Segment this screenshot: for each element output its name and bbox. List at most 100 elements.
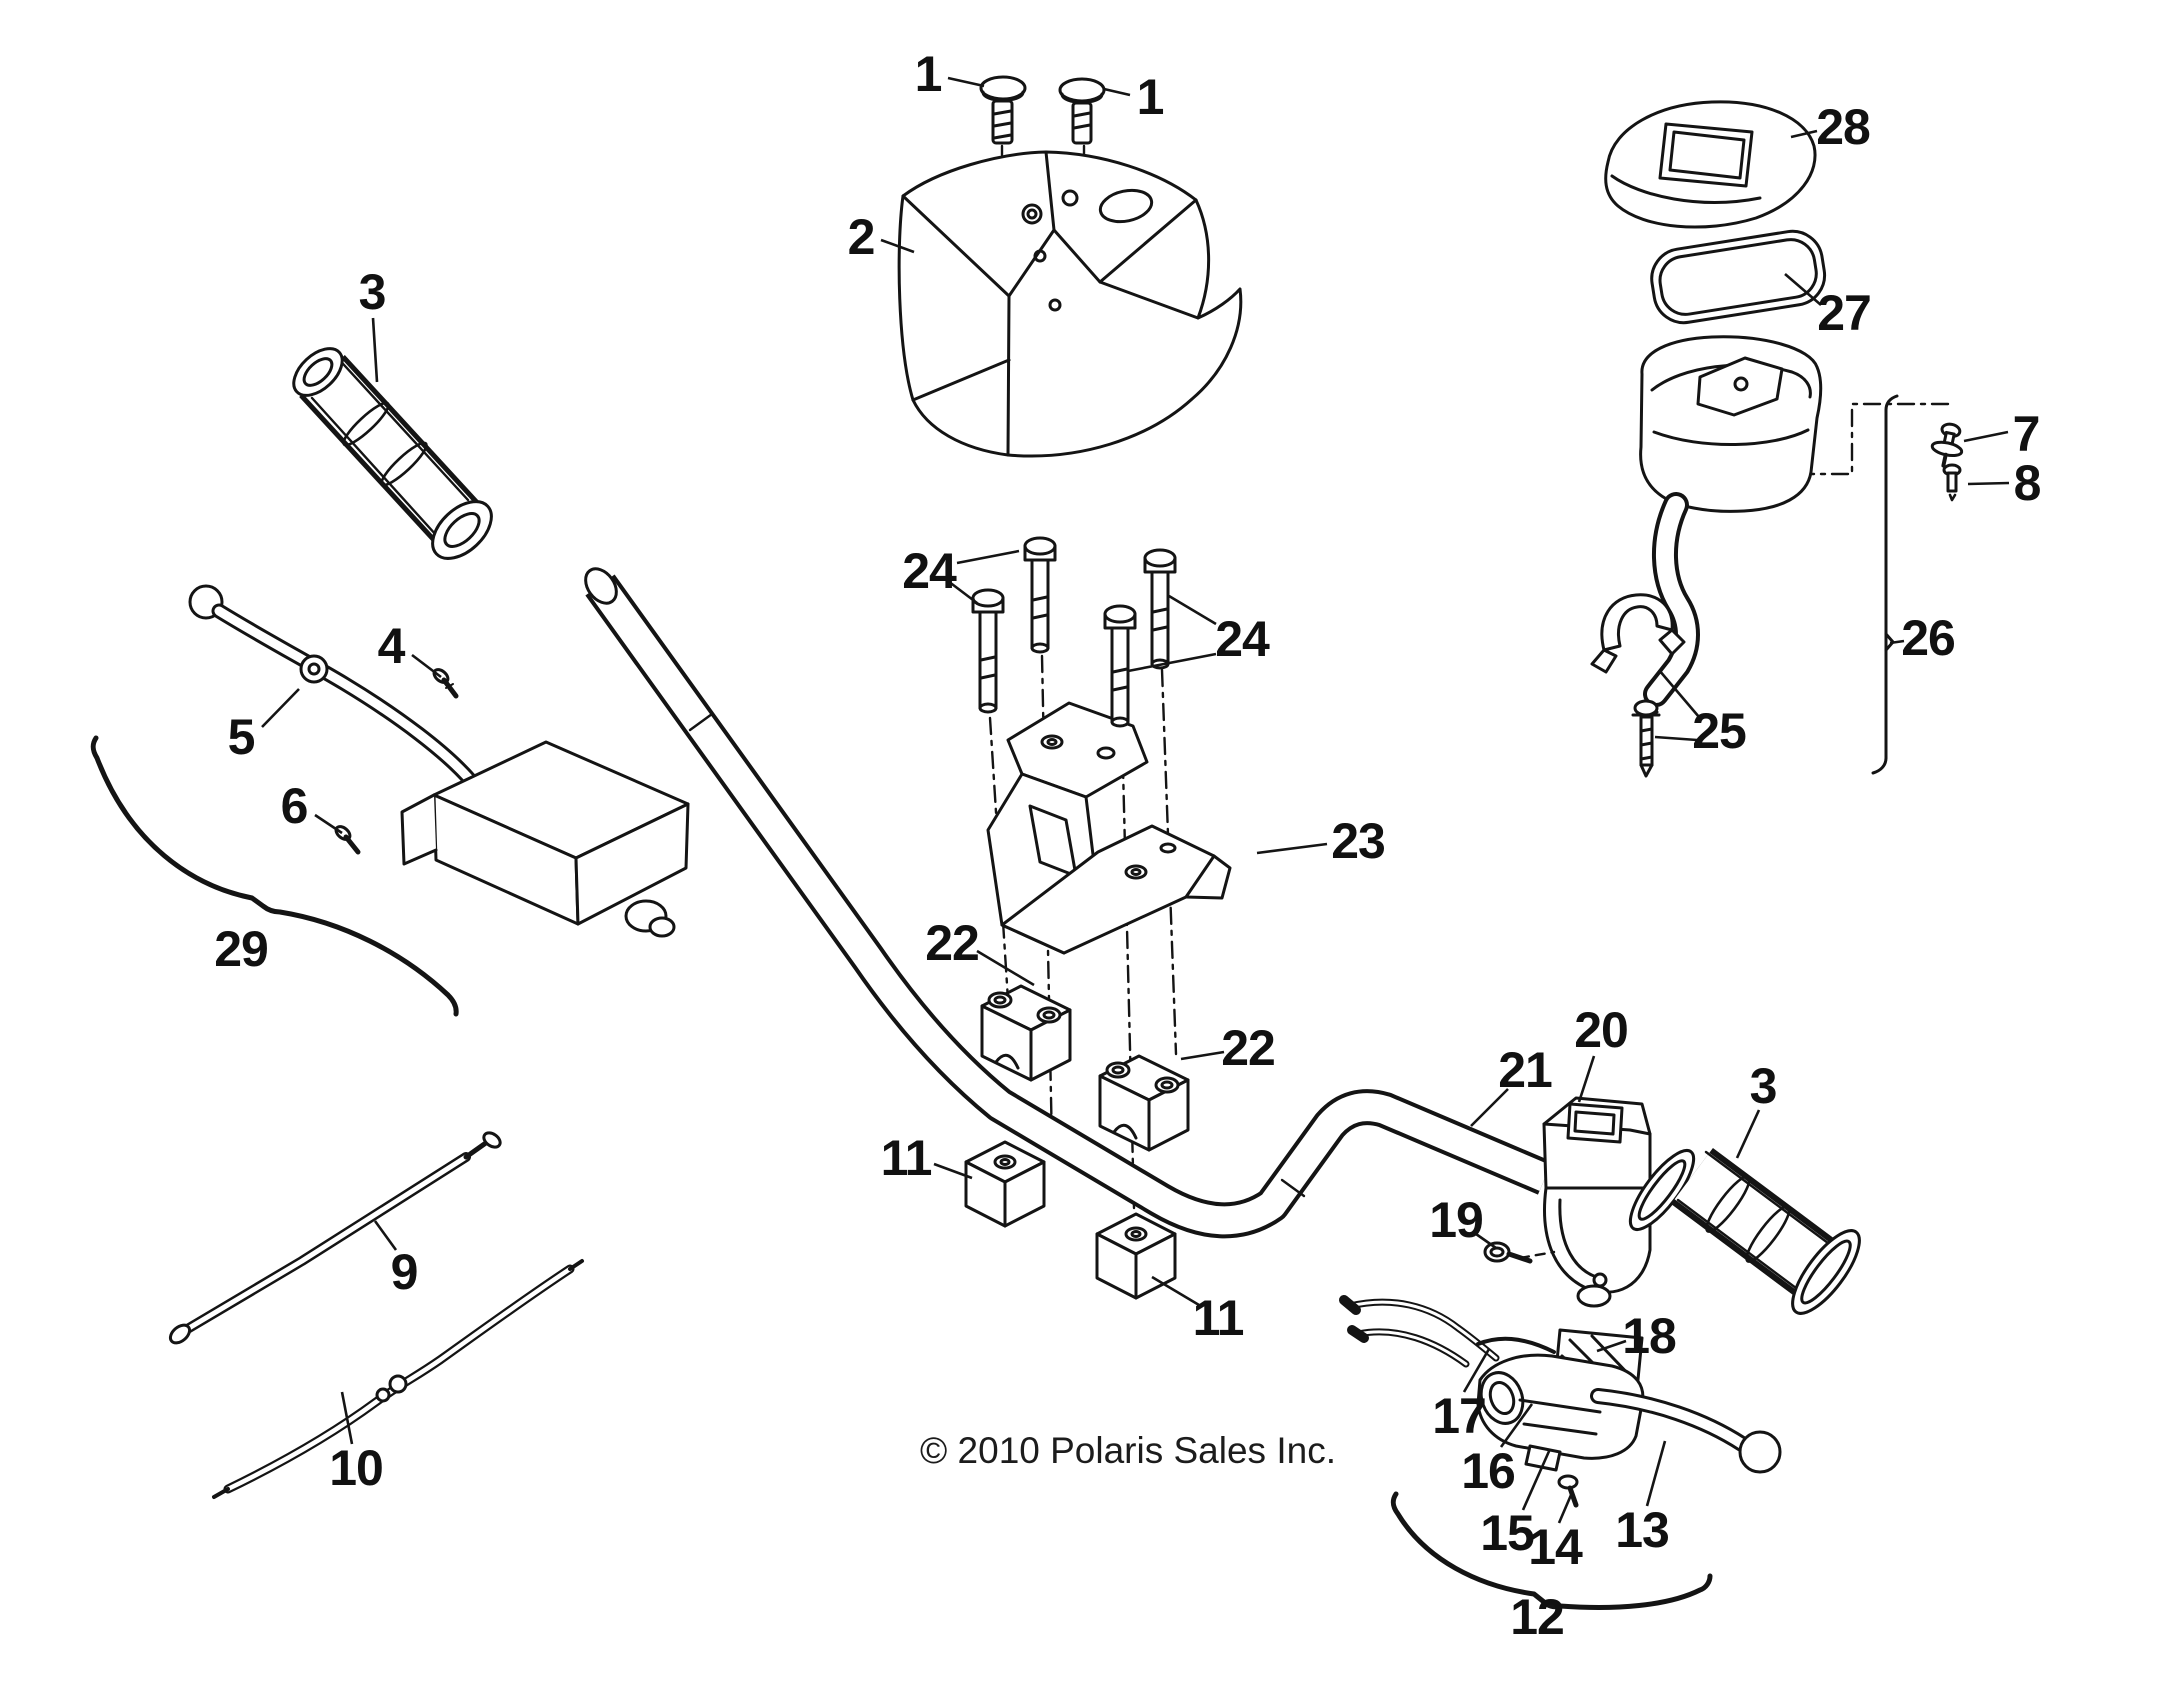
handlebar-clamp xyxy=(1098,1054,1190,1152)
callout-13: 13 xyxy=(1615,1502,1669,1558)
clamp-screw xyxy=(1631,699,1661,778)
brake-switch xyxy=(400,740,690,938)
leader-line-2 xyxy=(880,238,915,254)
reservoir-gasket xyxy=(1650,229,1827,325)
leader-line-23 xyxy=(1256,842,1328,855)
callout-5: 5 xyxy=(228,709,255,765)
group-26-bracket-line xyxy=(1871,394,1899,775)
leader-line-20 xyxy=(1577,1055,1596,1103)
handlebar xyxy=(584,567,1553,1239)
leader-line-3a xyxy=(371,317,379,383)
callout-1a: 1 xyxy=(915,46,942,102)
reservoir-screw-small xyxy=(1942,463,1962,502)
copyright: © 2010 Polaris Sales Inc. xyxy=(920,1430,1336,1471)
reservoir-screw xyxy=(1930,422,1964,468)
callout-20: 20 xyxy=(1574,1002,1628,1058)
callout-2: 2 xyxy=(848,209,875,265)
perch-screw xyxy=(1557,1474,1579,1508)
callout-3b: 3 xyxy=(1750,1058,1777,1114)
callout-6: 6 xyxy=(281,778,308,834)
callout-22b: 22 xyxy=(1221,1020,1275,1076)
leader-line-24b xyxy=(1168,594,1217,626)
leader-line-1b xyxy=(1103,87,1131,97)
leader-line-18 xyxy=(1596,1339,1627,1353)
leader-line-15 xyxy=(1521,1448,1552,1511)
callout-26: 26 xyxy=(1901,610,1955,666)
callout-21: 21 xyxy=(1498,1042,1552,1098)
callout-11a: 11 xyxy=(881,1130,932,1186)
leader-line-17 xyxy=(1462,1348,1491,1393)
leader-line-24a xyxy=(943,576,978,605)
callout-17: 17 xyxy=(1432,1388,1486,1444)
lever-pivot-screw xyxy=(334,825,361,855)
callout-27: 27 xyxy=(1817,285,1871,341)
clutch-lever-wiring xyxy=(1339,1295,1556,1368)
callout-12: 12 xyxy=(1510,1589,1564,1645)
leader-line-24a xyxy=(956,549,1020,565)
throttle-cable xyxy=(168,1131,502,1345)
throttle-housing xyxy=(1542,1096,1652,1308)
master-cylinder-cover xyxy=(1604,100,1817,229)
leader-line-10 xyxy=(340,1391,354,1445)
brake-lever xyxy=(188,584,494,814)
leader-line-11a xyxy=(933,1162,973,1180)
leader-line-7 xyxy=(1963,430,2009,443)
brake-cable xyxy=(212,1259,584,1499)
callout-11b: 11 xyxy=(1193,1290,1244,1346)
leader-line-9 xyxy=(373,1220,398,1251)
callout-24a: 24 xyxy=(902,543,957,599)
callout-1b: 1 xyxy=(1137,69,1164,125)
callout-7: 7 xyxy=(2013,406,2040,462)
leader-line-28 xyxy=(1790,129,1818,139)
callout-9: 9 xyxy=(391,1244,418,1300)
leader-line-8 xyxy=(1967,481,2010,486)
handlebar-lower-block xyxy=(1095,1212,1177,1300)
leader-line-13 xyxy=(1645,1440,1667,1507)
callout-4: 4 xyxy=(378,618,406,674)
callout-22a: 22 xyxy=(925,915,979,971)
leader-line-16 xyxy=(1499,1403,1534,1448)
callout-24b: 24 xyxy=(1215,611,1270,667)
mount-bolt xyxy=(971,588,1005,714)
leader-line-11b xyxy=(1151,1275,1200,1307)
mount-bolts xyxy=(971,536,1177,728)
handlebar-clamp xyxy=(980,984,1072,1082)
callout-15: 15 xyxy=(1480,1505,1534,1561)
mount-bolt xyxy=(1103,604,1137,728)
callout-28: 28 xyxy=(1816,99,1870,155)
group-12-brace xyxy=(1390,1491,1713,1610)
right-handlebar-grip xyxy=(1628,1147,1861,1315)
clutch-lever-perch xyxy=(1476,1353,1645,1472)
master-cylinder-clamp xyxy=(1590,593,1686,674)
callout-10: 10 xyxy=(329,1440,383,1496)
callout-18: 18 xyxy=(1622,1308,1676,1364)
callout-25: 25 xyxy=(1692,703,1746,759)
leader-line-26 xyxy=(1889,639,1905,645)
callout-23: 23 xyxy=(1331,813,1385,869)
leader-line-21 xyxy=(1470,1088,1509,1127)
leader-line-14 xyxy=(1557,1494,1573,1524)
leader-line-5 xyxy=(261,688,300,728)
left-handlebar-grip xyxy=(292,347,493,560)
handlebar-mount-bracket xyxy=(986,701,1232,955)
handlebar-lower-block xyxy=(964,1140,1046,1228)
clutch-lever xyxy=(1590,1388,1782,1474)
leader-line-25 xyxy=(1654,735,1698,742)
group-29-brace xyxy=(90,735,459,1017)
callout-3a: 3 xyxy=(359,264,386,320)
mount-bolt xyxy=(1023,536,1057,654)
callout-29: 29 xyxy=(214,921,268,977)
leader-line-27 xyxy=(1784,273,1822,306)
mount-bolt xyxy=(1143,548,1177,670)
leader-line-22a xyxy=(976,949,1035,987)
pod-screws xyxy=(979,75,1106,145)
leader-line-24b xyxy=(1127,652,1217,673)
brake-master-cylinder xyxy=(1639,335,1823,715)
callout-8: 8 xyxy=(2014,455,2041,511)
leader-line-6 xyxy=(314,813,343,835)
callout-16: 16 xyxy=(1461,1443,1515,1499)
leader-line-19 xyxy=(1475,1232,1497,1250)
